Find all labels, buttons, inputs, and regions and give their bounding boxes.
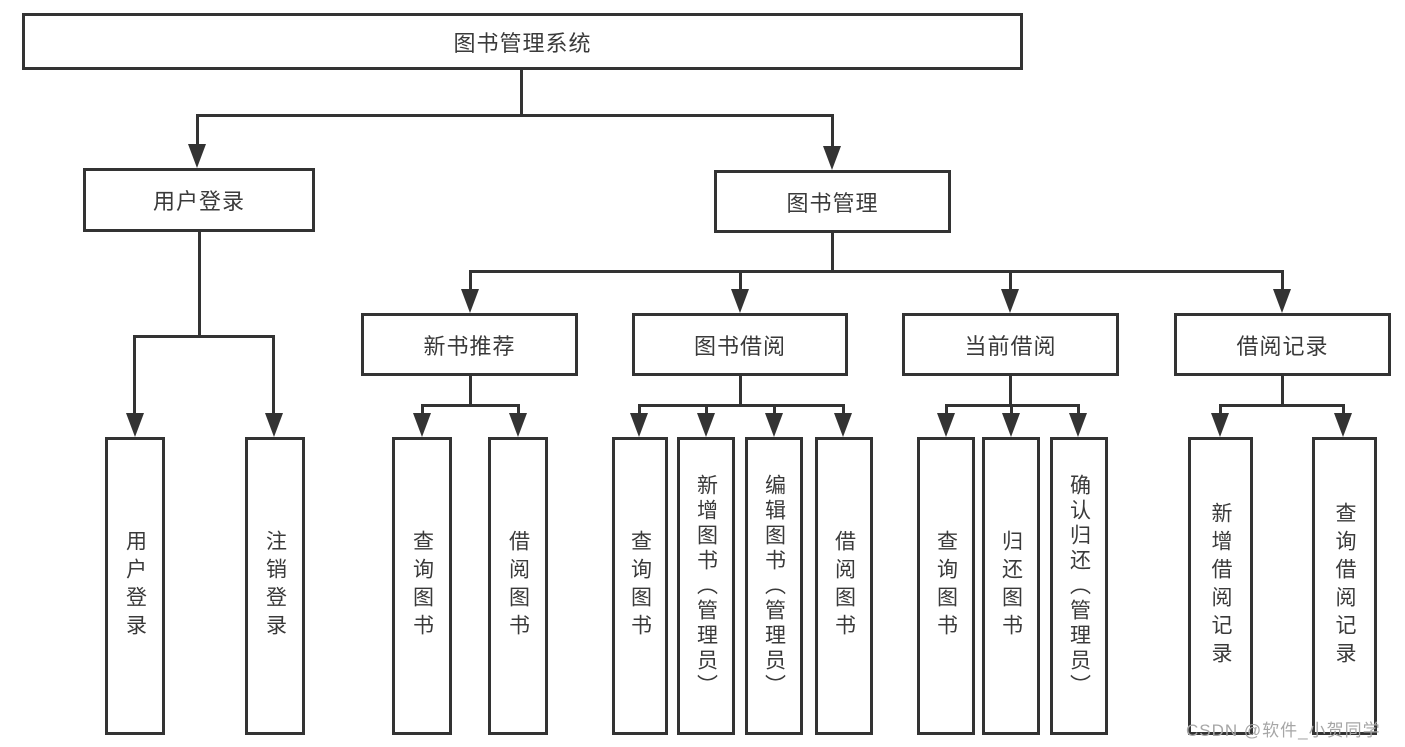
leaf-label: 用户登录 <box>123 530 147 642</box>
arrow-down-icon <box>697 413 715 437</box>
leaf-query-books-recommend: 查询图书 <box>392 437 452 735</box>
arrow-down-icon <box>509 413 527 437</box>
connector-line <box>517 404 520 417</box>
arrow-down-icon <box>823 146 841 170</box>
leaf-label: 确认归还（管理员） <box>1067 473 1091 699</box>
connector-line <box>469 270 472 295</box>
connector-line <box>1010 404 1013 417</box>
connector-line <box>831 233 834 273</box>
leaf-label: 归还图书 <box>999 530 1023 642</box>
leaf-label: 查询图书 <box>934 530 958 642</box>
connector-line <box>196 114 834 117</box>
arrow-down-icon <box>1273 289 1291 313</box>
leaf-query-books-current: 查询图书 <box>917 437 975 735</box>
node-label: 借阅记录 <box>1236 333 1329 359</box>
leaf-label: 注销登录 <box>263 530 287 642</box>
node-label: 图书管理系统 <box>453 30 592 56</box>
arrow-down-icon <box>937 413 955 437</box>
arrow-down-icon <box>630 413 648 437</box>
connector-line <box>638 404 845 407</box>
leaf-label: 新增图书（管理员） <box>694 473 718 699</box>
connector-line <box>272 335 275 417</box>
node-user-login: 用户登录 <box>83 168 315 232</box>
connector-line <box>739 270 742 295</box>
leaf-query-books-borrow: 查询图书 <box>612 437 668 735</box>
connector-line <box>1281 376 1284 407</box>
connector-line <box>773 404 776 417</box>
connector-line <box>421 404 520 407</box>
csdn-watermark: CSDN @软件_小贺同学 <box>1186 721 1381 740</box>
node-label: 新书推荐 <box>423 333 516 359</box>
arrow-down-icon <box>1002 413 1020 437</box>
connector-line <box>198 232 201 338</box>
connector-line <box>133 335 136 417</box>
arrow-down-icon <box>188 144 206 168</box>
arrow-down-icon <box>1334 413 1352 437</box>
connector-line <box>842 404 845 417</box>
connector-line <box>945 404 948 417</box>
node-label: 图书管理 <box>786 190 879 216</box>
node-label: 图书借阅 <box>693 333 786 359</box>
node-label: 当前借阅 <box>964 333 1057 359</box>
leaf-add-borrow-record: 新增借阅记录 <box>1188 437 1253 735</box>
node-label: 用户登录 <box>152 189 245 214</box>
leaf-user-login: 用户登录 <box>105 437 165 735</box>
connector-line <box>1077 404 1080 417</box>
leaf-label: 借阅图书 <box>506 530 530 642</box>
connector-line <box>1342 404 1345 417</box>
leaf-borrow-books: 借阅图书 <box>815 437 873 735</box>
connector-line <box>705 404 708 417</box>
arrow-down-icon <box>461 289 479 313</box>
connector-line <box>739 376 742 407</box>
connector-line <box>196 114 199 150</box>
leaf-label: 编辑图书（管理员） <box>762 473 786 699</box>
connector-line <box>469 376 472 407</box>
connector-line <box>421 404 424 417</box>
arrow-down-icon <box>413 413 431 437</box>
leaf-confirm-return-admin: 确认归还（管理员） <box>1050 437 1108 735</box>
leaf-return-books: 归还图书 <box>982 437 1040 735</box>
connector-line <box>133 335 275 338</box>
arrow-down-icon <box>1001 289 1019 313</box>
leaf-label: 借阅图书 <box>832 530 856 642</box>
arrow-down-icon <box>731 289 749 313</box>
connector-line <box>1219 404 1345 407</box>
leaf-label: 查询图书 <box>410 530 434 642</box>
node-book-management: 图书管理 <box>714 170 951 233</box>
node-new-book-recommend: 新书推荐 <box>361 313 578 376</box>
arrow-down-icon <box>834 413 852 437</box>
node-borrow-record: 借阅记录 <box>1174 313 1391 376</box>
node-book-borrow: 图书借阅 <box>632 313 848 376</box>
leaf-query-borrow-record: 查询借阅记录 <box>1312 437 1377 735</box>
leaf-edit-books-admin: 编辑图书（管理员） <box>745 437 803 735</box>
arrow-down-icon <box>126 413 144 437</box>
leaf-add-books-admin: 新增图书（管理员） <box>677 437 735 735</box>
connector-line <box>1281 270 1284 295</box>
connector-line <box>520 68 523 117</box>
connector-line <box>1219 404 1222 417</box>
arrow-down-icon <box>1069 413 1087 437</box>
leaf-label: 查询借阅记录 <box>1333 502 1356 670</box>
leaf-borrow-books-recommend: 借阅图书 <box>488 437 548 735</box>
connector-line <box>831 114 834 152</box>
arrow-down-icon <box>265 413 283 437</box>
connector-line <box>1009 270 1012 295</box>
node-current-borrow: 当前借阅 <box>902 313 1119 376</box>
connector-line <box>469 270 1284 273</box>
leaf-label: 查询图书 <box>628 530 652 642</box>
leaf-label: 新增借阅记录 <box>1209 502 1232 670</box>
connector-line <box>638 404 641 417</box>
arrow-down-icon <box>765 413 783 437</box>
connector-line <box>1009 376 1012 407</box>
node-library-management-system: 图书管理系统 <box>22 13 1023 70</box>
leaf-logout: 注销登录 <box>245 437 305 735</box>
arrow-down-icon <box>1211 413 1229 437</box>
